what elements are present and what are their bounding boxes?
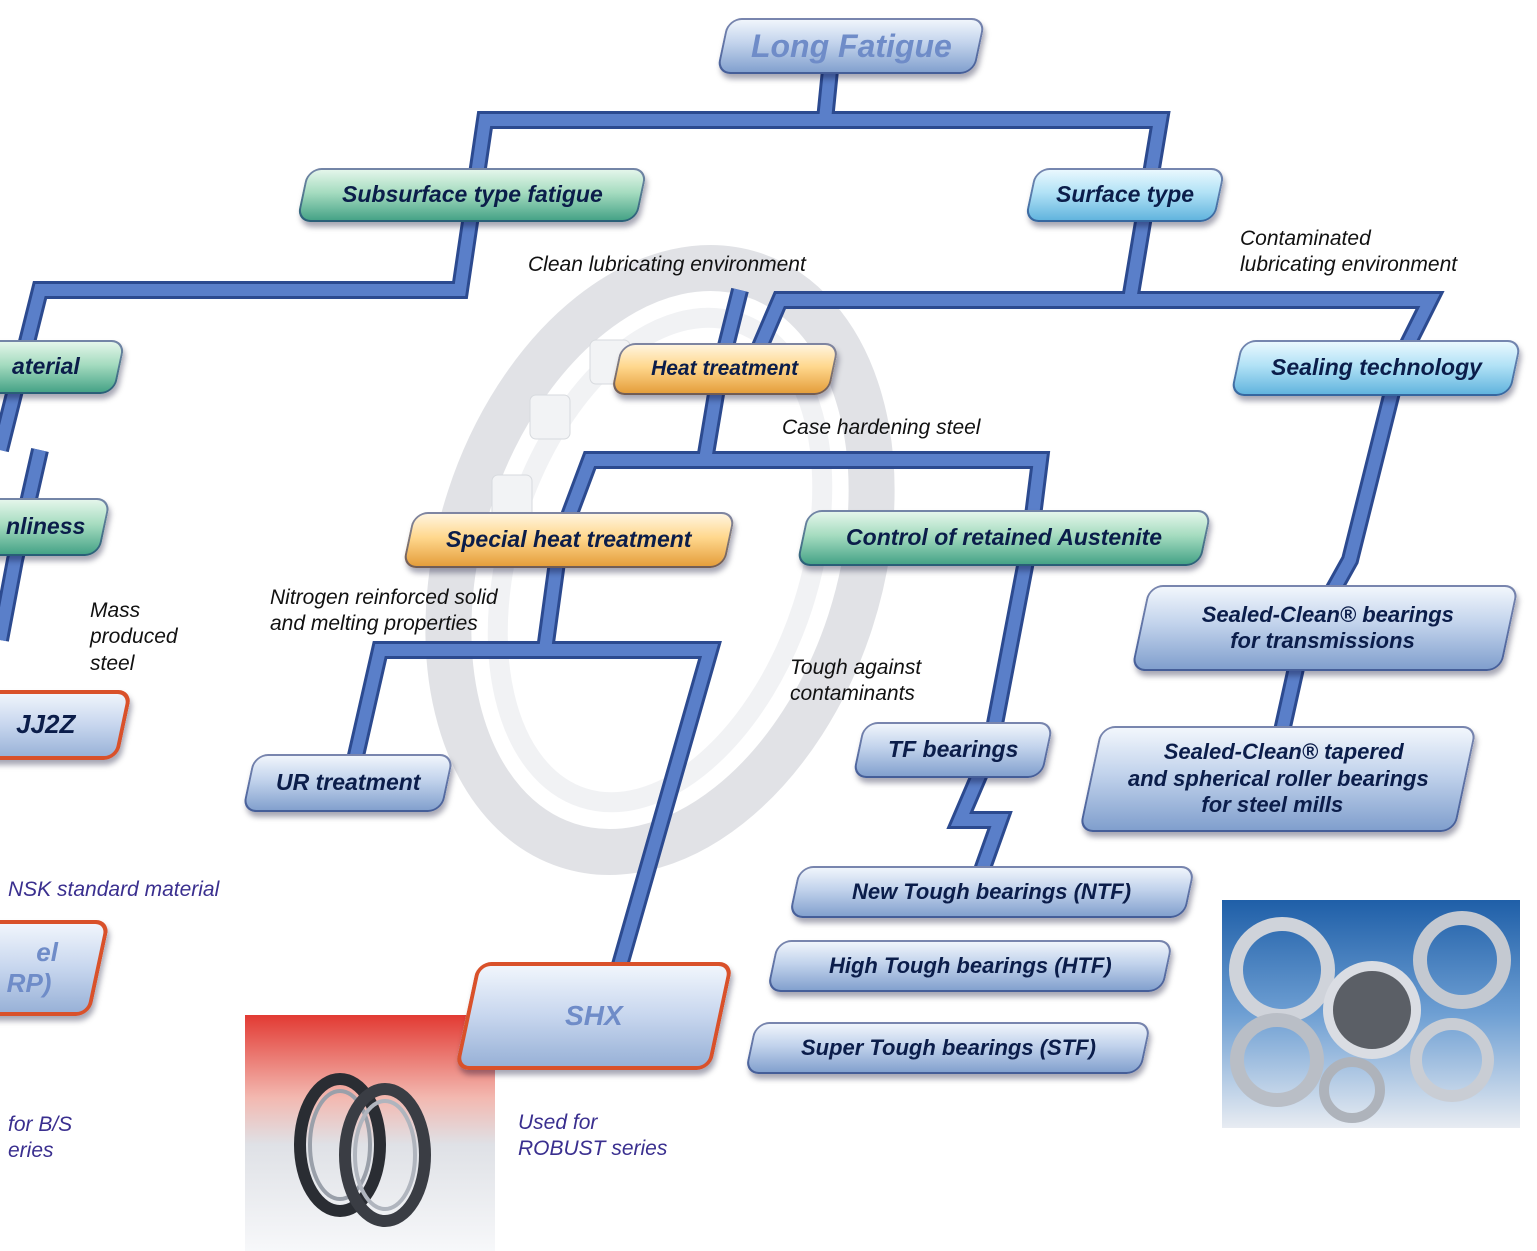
- nitrogen-label: Nitrogen reinforced solid and melting pr…: [270, 585, 498, 638]
- tf-bearings-node: TF bearings: [852, 722, 1054, 778]
- heat-treatment-node: Heat treatment: [610, 343, 840, 395]
- uj2z-node: JJ2Z: [0, 690, 133, 760]
- cleanliness-node: nliness: [0, 498, 112, 556]
- long-fatigue-node: Long Fatigue: [716, 18, 986, 74]
- case-hardening-label: Case hardening steel: [782, 416, 981, 439]
- htf-bearings-node: High Tough bearings (HTF): [766, 940, 1174, 992]
- bs-line-1: for B/S: [8, 1113, 73, 1136]
- ntf-bearings-node: New Tough bearings (NTF): [788, 866, 1196, 918]
- ur-treatment-node: UR treatment: [241, 754, 455, 812]
- robust-line-1: Used for: [518, 1111, 598, 1134]
- mass-produced-label: Mass produced steel: [90, 598, 178, 677]
- nitrogen-line-2: and melting properties: [270, 612, 478, 636]
- bearings-collection-photo: [1222, 900, 1520, 1128]
- robust-series-label: Used for ROBUST series: [518, 1110, 667, 1163]
- mass-line-2: produced: [90, 625, 178, 649]
- control-retained-austenite-node: Control of retained Austenite: [796, 510, 1212, 566]
- tough-line-1: Tough against: [790, 656, 922, 679]
- special-heat-treatment-node: Special heat treatment: [402, 512, 736, 568]
- nsk-standard-label: NSK standard material: [8, 878, 220, 901]
- contaminated-line-1: Contaminated: [1240, 227, 1371, 250]
- contaminated-environment-label: Contaminated lubricating environment: [1240, 226, 1457, 279]
- tough-contaminants-label: Tough against contaminants: [790, 655, 921, 708]
- nitrogen-line-1: Nitrogen reinforced solid: [270, 586, 498, 609]
- mass-line-3: steel: [90, 651, 135, 675]
- bs-line-2: eries: [8, 1139, 54, 1163]
- tough-line-2: contaminants: [790, 682, 915, 706]
- mass-line-1: Mass: [90, 599, 141, 622]
- stf-bearings-node: Super Tough bearings (STF): [744, 1022, 1152, 1074]
- material-node: aterial: [0, 340, 126, 394]
- sealing-technology-node: Sealing technology: [1230, 340, 1522, 396]
- robust-line-2: ROBUST series: [518, 1137, 668, 1161]
- contaminated-line-2: lubricating environment: [1240, 253, 1458, 277]
- shx-node: SHX: [454, 962, 734, 1070]
- clean-environment-label: Clean lubricating environment: [528, 253, 806, 276]
- bs-series-label: for B/S eries: [8, 1112, 72, 1165]
- shx-bearing-photo: [245, 1015, 495, 1251]
- surface-type-node: Surface type: [1024, 168, 1226, 222]
- subsurface-fatigue-node: Subsurface type fatigue: [296, 168, 648, 222]
